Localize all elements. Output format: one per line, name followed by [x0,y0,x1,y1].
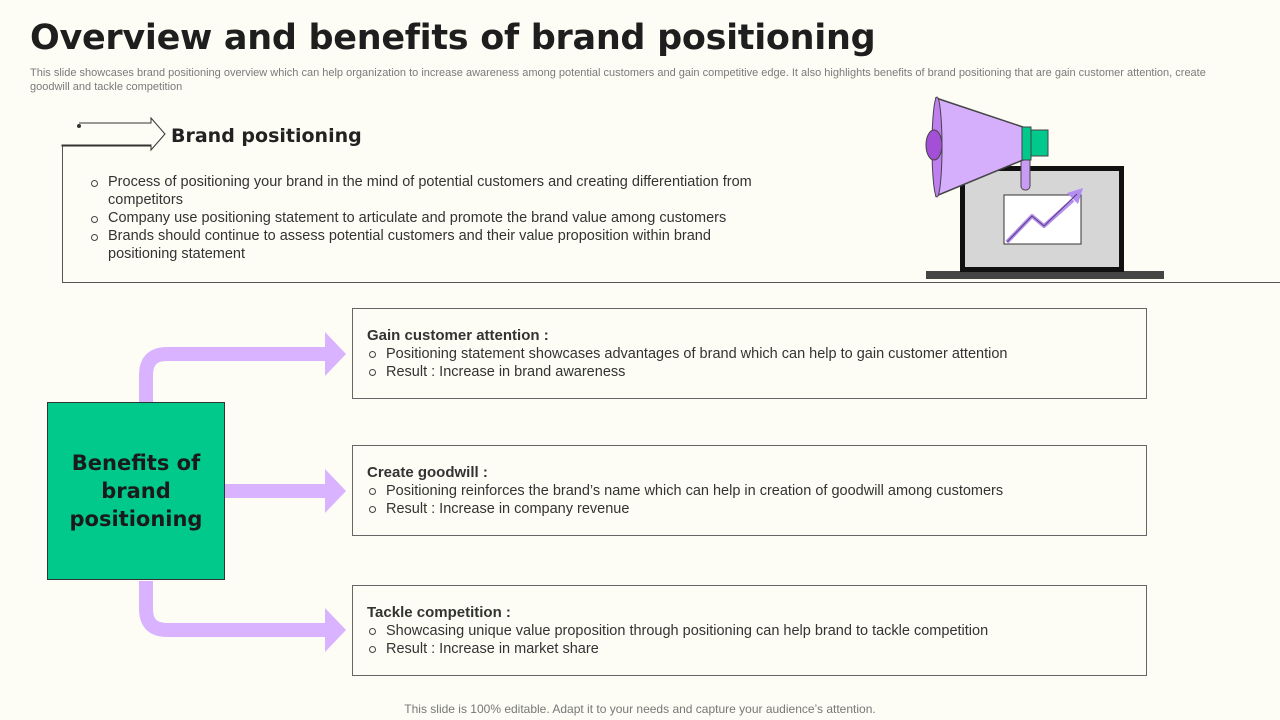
megaphone-icon [925,96,1049,198]
benefits-box: Benefits of brand positioning [47,402,225,580]
card-title: Gain customer attention : [367,327,549,344]
benefit-card-competition: Tackle competition : Showcasing unique v… [352,585,1147,676]
benefit-card-goodwill: Create goodwill : Positioning reinforces… [352,445,1147,536]
list-item: Positioning reinforces the brand’s name … [367,482,1146,500]
list-item: Brands should continue to assess potenti… [89,227,779,263]
brand-positioning-heading: Brand positioning [171,125,362,147]
brand-positioning-list: Process of positioning your brand in the… [89,173,779,263]
list-item: Process of positioning your brand in the… [89,173,779,209]
list-item: Result : Increase in company revenue [367,500,1146,518]
page-subtitle: This slide showcases brand positioning o… [30,67,1206,93]
list-item: Positioning statement showcases advantag… [367,345,1146,363]
connector-bottom [139,581,327,637]
card-list: Showcasing unique value proposition thro… [367,622,1146,658]
page-title: Overview and benefits of brand positioni… [30,18,876,58]
brand-positioning-frame [62,145,1280,283]
growth-chart-icon [1003,188,1083,245]
list-item: Company use positioning statement to art… [89,209,779,227]
arrow-icon [325,469,346,513]
list-item: Result : Increase in market share [367,640,1146,658]
list-item: Result : Increase in brand awareness [367,363,1146,381]
arrow-icon [325,332,346,376]
list-item: Showcasing unique value proposition thro… [367,622,1146,640]
card-title: Tackle competition : [367,604,511,621]
arrow-icon [61,116,166,152]
arrow-icon [325,608,346,652]
laptop-icon [926,166,1164,279]
benefit-card-attention: Gain customer attention : Positioning st… [352,308,1147,399]
footer-note: This slide is 100% editable. Adapt it to… [404,702,876,716]
card-list: Positioning statement showcases advantag… [367,345,1146,381]
card-title: Create goodwill : [367,464,488,481]
benefits-label: Benefits of brand positioning [69,451,203,531]
megaphone-laptop-illustration [925,96,1164,279]
card-list: Positioning reinforces the brand’s name … [367,482,1146,518]
connector-top [139,347,327,402]
